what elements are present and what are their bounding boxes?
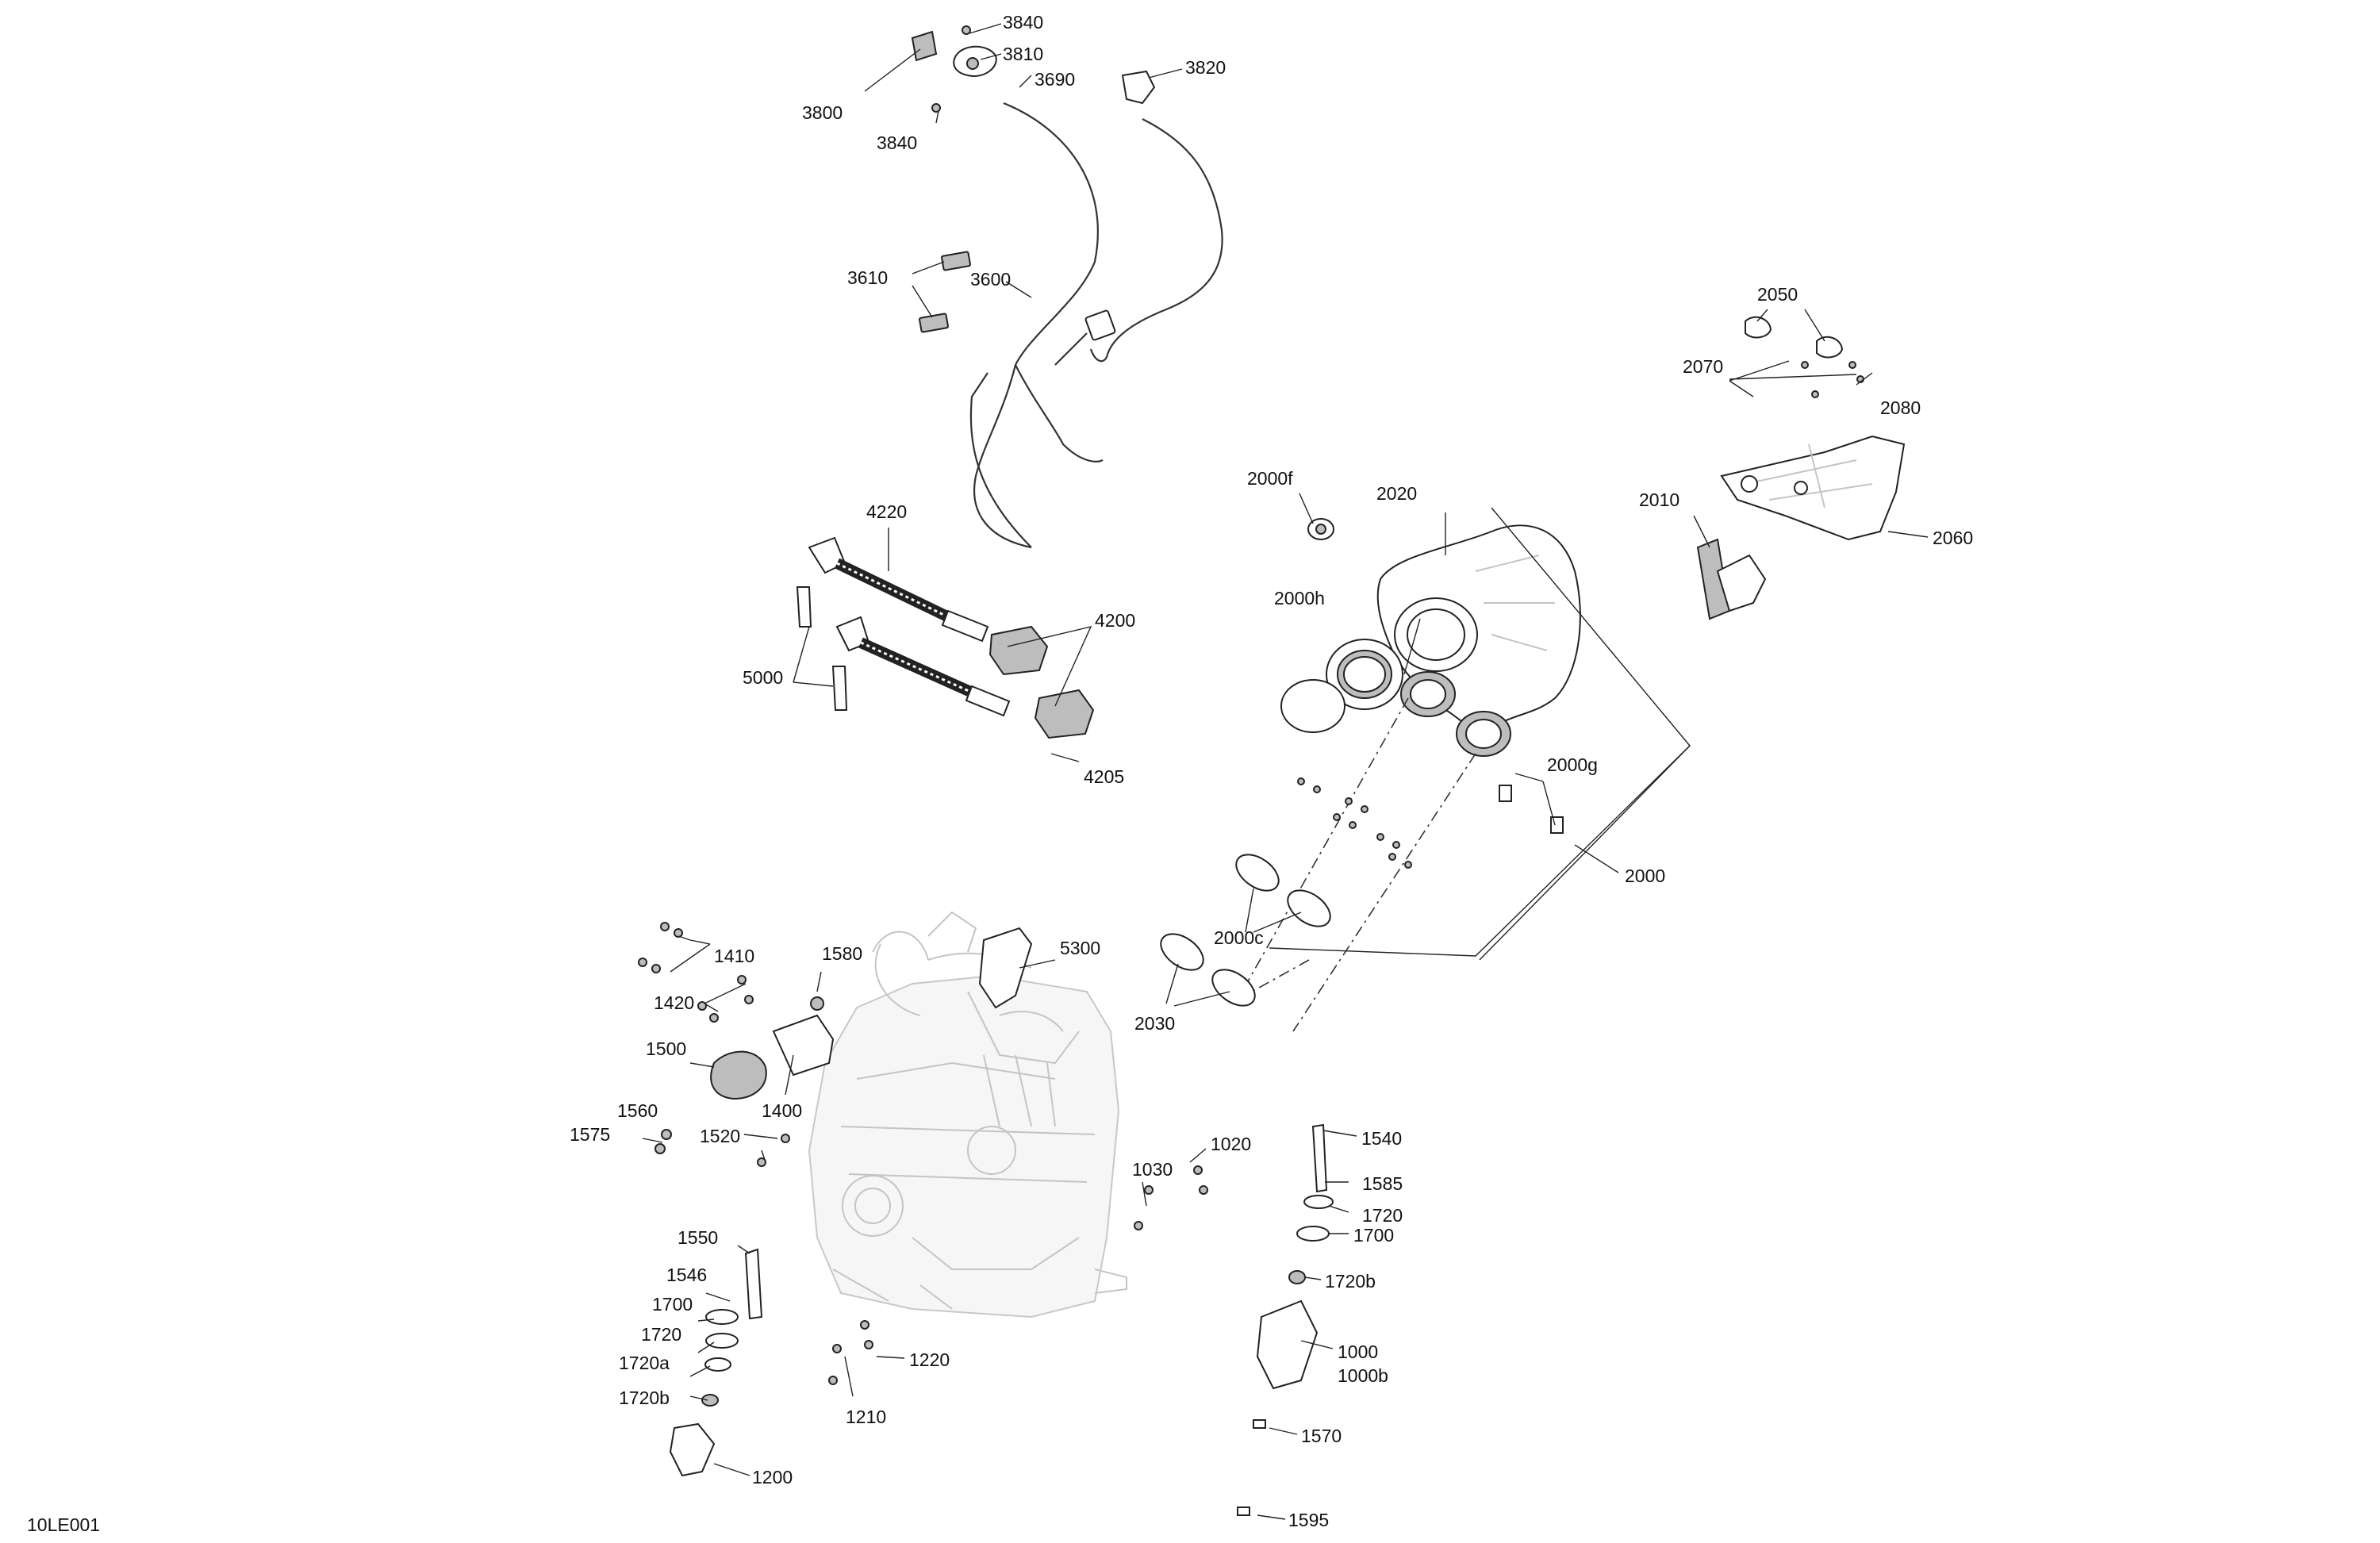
callout-2030: 2030 bbox=[1134, 1013, 1175, 1034]
callout-2000: 2000 bbox=[1625, 866, 1665, 886]
callout-3800: 3800 bbox=[802, 102, 843, 123]
callout-1580: 1580 bbox=[822, 943, 862, 964]
callout-1570: 1570 bbox=[1301, 1426, 1342, 1446]
wiring-harness bbox=[969, 102, 1223, 549]
callout-4205: 4205 bbox=[1084, 766, 1124, 787]
callout-2000f: 2000f bbox=[1247, 468, 1293, 489]
callout-1030: 1030 bbox=[1132, 1159, 1173, 1180]
sensor-blocks bbox=[919, 251, 971, 333]
callout-1546: 1546 bbox=[666, 1265, 707, 1285]
callout-1720a: 1720a bbox=[619, 1353, 670, 1373]
callout-2000c: 2000c bbox=[1214, 927, 1264, 948]
leader-lines bbox=[642, 23, 1929, 1520]
callout-3610: 3610 bbox=[847, 267, 888, 288]
callout-1410: 1410 bbox=[714, 946, 754, 966]
callout-2060: 2060 bbox=[1933, 528, 1973, 548]
callout-labels: 3840 3810 3690 3800 3840 3820 3610 3600 … bbox=[570, 12, 1973, 1530]
callout-2020: 2020 bbox=[1376, 483, 1417, 504]
callout-1020: 1020 bbox=[1211, 1134, 1251, 1154]
callout-1585: 1585 bbox=[1362, 1173, 1403, 1194]
callout-1595: 1595 bbox=[1288, 1510, 1329, 1530]
callout-4220: 4220 bbox=[866, 501, 907, 522]
intake-housing bbox=[1280, 512, 1581, 757]
small-fasteners bbox=[638, 922, 1208, 1385]
callout-1220: 1220 bbox=[909, 1349, 950, 1370]
callout-1720b-right: 1720b bbox=[1325, 1271, 1376, 1292]
assembly-center-lines bbox=[1237, 697, 1476, 1032]
callout-1500: 1500 bbox=[646, 1038, 686, 1059]
ignition-parts bbox=[796, 536, 1095, 762]
callout-2080: 2080 bbox=[1880, 397, 1921, 418]
callout-1720b-left: 1720b bbox=[619, 1388, 670, 1408]
clamp-rings bbox=[1160, 854, 1331, 1007]
figure-code: 10LE001 bbox=[27, 1514, 100, 1535]
callout-3820: 3820 bbox=[1185, 57, 1226, 78]
callout-1200: 1200 bbox=[752, 1467, 793, 1487]
callout-1700-left: 1700 bbox=[652, 1294, 693, 1315]
callout-4200: 4200 bbox=[1095, 610, 1135, 631]
callout-1550: 1550 bbox=[678, 1227, 718, 1248]
callout-1520: 1520 bbox=[700, 1126, 740, 1146]
callout-1720-left: 1720 bbox=[641, 1324, 681, 1345]
callout-2000h: 2000h bbox=[1274, 588, 1325, 608]
callout-1575: 1575 bbox=[570, 1124, 610, 1145]
callout-1420: 1420 bbox=[654, 992, 694, 1013]
callout-1000b: 1000b bbox=[1338, 1365, 1388, 1386]
right-bracket bbox=[1696, 316, 1906, 620]
callout-5000: 5000 bbox=[743, 667, 783, 688]
callout-1400: 1400 bbox=[762, 1100, 802, 1121]
callout-1560: 1560 bbox=[617, 1100, 658, 1121]
callout-2010: 2010 bbox=[1639, 489, 1679, 510]
callout-5300: 5300 bbox=[1060, 938, 1100, 958]
callout-1720-right: 1720 bbox=[1362, 1205, 1403, 1226]
top-brackets bbox=[911, 25, 1156, 113]
callout-3600: 3600 bbox=[970, 269, 1011, 290]
callout-3840a: 3840 bbox=[1003, 12, 1043, 33]
callout-1210: 1210 bbox=[846, 1407, 886, 1427]
callout-1000: 1000 bbox=[1338, 1341, 1378, 1362]
callout-1700-right: 1700 bbox=[1353, 1225, 1394, 1246]
callout-2050: 2050 bbox=[1757, 284, 1798, 305]
callout-1540: 1540 bbox=[1361, 1128, 1402, 1149]
left-mount-parts bbox=[669, 927, 1033, 1477]
callout-3810: 3810 bbox=[1003, 44, 1043, 64]
callout-2070: 2070 bbox=[1683, 356, 1723, 377]
callout-2000g: 2000g bbox=[1547, 754, 1598, 775]
callout-3690: 3690 bbox=[1035, 69, 1075, 90]
engine-block-ghost bbox=[808, 911, 1127, 1318]
callout-3840b: 3840 bbox=[877, 132, 917, 153]
right-mount bbox=[1237, 1123, 1334, 1516]
